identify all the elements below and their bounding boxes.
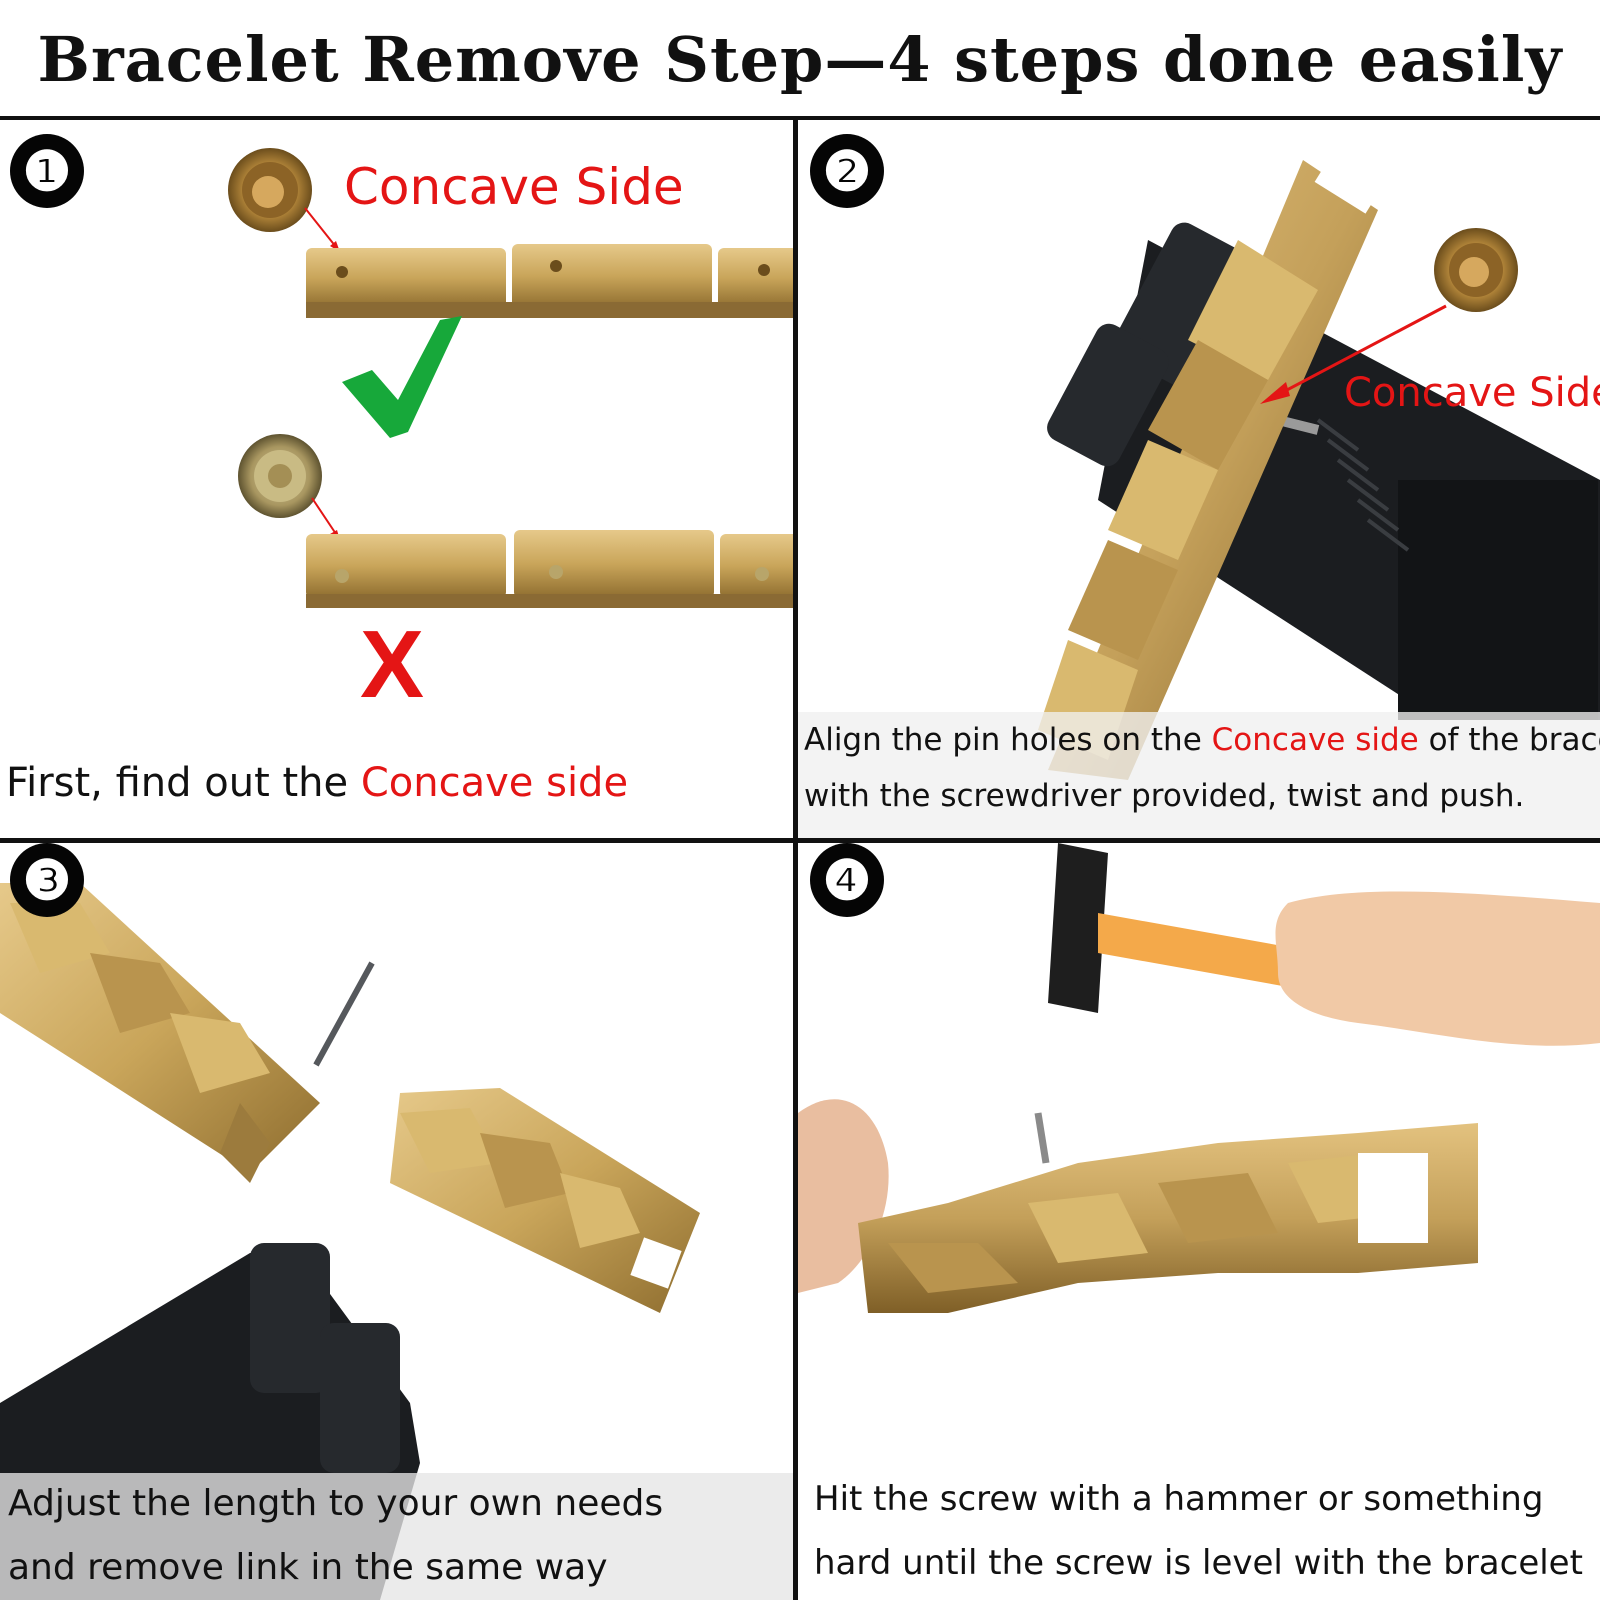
bracelet-segment-right-icon <box>390 1088 700 1313</box>
step-3-badge: ❸ <box>10 843 84 917</box>
gold-bracelet-icon <box>1038 156 1382 780</box>
step-2-caption-text: Align the pin holes on the <box>804 722 1212 758</box>
step-4-illustration <box>798 843 1600 1313</box>
step-3-caption-line-2: and remove link in the same way <box>8 1547 608 1588</box>
step-1-illustration <box>228 148 793 608</box>
concave-pin-closeup-icon <box>1434 228 1518 312</box>
bracelet-link-row-bottom-icon <box>306 530 793 608</box>
page-title: Bracelet Remove Step—4 steps done easily <box>37 22 1563 96</box>
step-1-caption-text: First, find out the <box>6 760 361 806</box>
step-2-illustration <box>798 156 1600 838</box>
step-2-concave-label: Concave Side <box>1344 370 1600 416</box>
step-1-caption-highlight: Concave side <box>360 760 629 806</box>
step-2-caption-line-2: with the screwdriver provided, twist and… <box>804 778 1525 814</box>
step-4-panel: ❹ Hit the screw with a hammer or somethi… <box>798 843 1600 1600</box>
concave-pin-closeup-icon <box>228 148 312 232</box>
step-2-caption-highlight: Concave side <box>1211 722 1419 758</box>
step-3-caption-line-1: Adjust the length to your own needs <box>8 1483 664 1524</box>
step-4-caption-line-2: hard until the screw is level with the b… <box>814 1543 1583 1583</box>
gold-bracelet-icon <box>858 1112 1478 1313</box>
step-3-panel: ❸ Adju <box>0 843 793 1600</box>
step-2-caption-line-1: Align the pin holes on the Concave side … <box>804 722 1600 758</box>
step-1-concave-label: Concave Side <box>344 158 684 216</box>
step-1-caption: First, find out the Concave side <box>6 760 628 806</box>
step-4-caption-line-1: Hit the screw with a hammer or something <box>814 1479 1544 1519</box>
divider-top <box>0 116 1600 120</box>
divider-middle <box>0 838 1600 843</box>
hand-icon <box>1275 891 1600 1046</box>
step-1-badge: ❶ <box>10 134 84 208</box>
step-2-badge: ❷ <box>810 134 884 208</box>
removed-pin-icon <box>313 961 375 1067</box>
check-mark-icon <box>342 316 462 438</box>
bracelet-link-row-top-icon <box>306 244 793 318</box>
convex-pin-closeup-icon <box>238 434 322 518</box>
step-3-illustration <box>0 883 793 1600</box>
step-2-panel: ❷ <box>798 120 1600 838</box>
step-2-caption-suffix: of the bracelet <box>1428 722 1600 758</box>
divider-vertical <box>793 116 798 1600</box>
step-1-panel: ❶ <box>0 120 793 838</box>
step-1-wrong-mark: X <box>360 611 425 718</box>
bracelet-segment-left-icon <box>0 883 320 1183</box>
step-4-badge: ❹ <box>810 843 884 917</box>
